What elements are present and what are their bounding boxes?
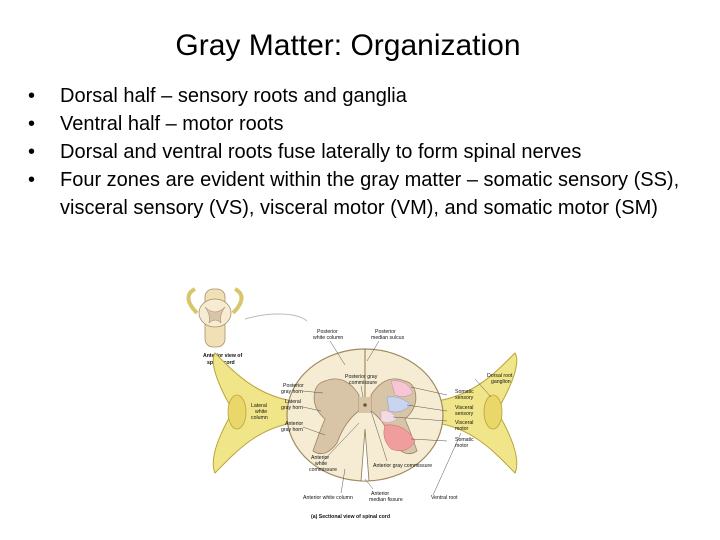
spinal-cord-diagram: Anterior view of spinal cord (186, 287, 518, 520)
bullet-item: • Four zones are evident within the gray … (26, 166, 696, 222)
bullet-text: Four zones are evident within the gray m… (60, 169, 680, 219)
cord-cross-section (286, 348, 444, 482)
label-anterior-gray-horn-2: gray horn (281, 427, 303, 433)
label-visceral-motor-2: motor (455, 426, 469, 432)
label-posterior-white-column-2: white column (313, 335, 343, 341)
bullet-item: • Dorsal and ventral roots fuse laterally… (26, 138, 696, 166)
label-lateral-gray-horn-2: gray horn (281, 405, 303, 411)
label-anterior-median-fissure: Anterior (371, 491, 389, 497)
label-posterior-gray-horn-2: gray horn (281, 389, 303, 395)
ss-zone (390, 380, 414, 397)
label-posterior-gray-commissure-2: commissure (349, 380, 377, 386)
vm-zone (380, 410, 398, 423)
label-lateral-white-column-2: white (255, 409, 267, 415)
label-somatic-sensory-2: sensory (455, 395, 474, 401)
label-posterior-median-sulcus: Posterior (375, 329, 396, 335)
slide-title: Gray Matter: Organization (175, 29, 521, 62)
label-anterior-median-fissure-2: median fissure (369, 497, 403, 503)
left-spinal-nerve (212, 352, 294, 474)
bullet-dot: • (28, 169, 36, 191)
bullet-text: Dorsal half – sensory roots and ganglia (60, 85, 407, 107)
label-dorsal-root-ganglion-2: ganglion (491, 379, 511, 385)
label-posterior-white-column: Posterior (317, 329, 338, 335)
label-somatic-motor: Somatic (455, 437, 474, 443)
sm-zone (383, 424, 416, 451)
central-canal (363, 403, 367, 407)
label-anterior-gray-horn: Anterior (285, 421, 303, 427)
label-anterior-white-commissure-2: white (315, 461, 327, 467)
right-spinal-nerve (436, 352, 518, 474)
bullet-dot: • (28, 141, 36, 163)
anterior-median-fissure (360, 428, 370, 482)
inset-nerve-right (231, 287, 244, 315)
bullet-dot: • (28, 85, 36, 107)
leader-lines (302, 340, 492, 496)
label-anterior-gray-commissure: Anterior gray commissure (373, 463, 432, 469)
inset-nerve-left (186, 287, 199, 315)
label-posterior-median-sulcus-2: median sulcus (371, 335, 405, 341)
label-lateral-white-column: Lateral (251, 403, 267, 409)
label-lateral-white-column-3: column (251, 415, 268, 421)
dorsal-root-ganglion (483, 394, 503, 430)
inset-label-1: Anterior view of (203, 353, 242, 359)
inset-pointer (244, 313, 308, 322)
label-somatic-motor-2: motor (455, 443, 469, 449)
label-posterior-gray-horn: Posterior (283, 383, 304, 389)
vs-zone (386, 396, 412, 413)
label-visceral-sensory: Visceral (455, 405, 473, 411)
label-lateral-gray-horn: Lateral (285, 399, 301, 405)
label-posterior-gray-commissure: Posterior gray (345, 374, 378, 380)
label-visceral-sensory-2: sensory (455, 411, 474, 417)
left-nerve-ganglion (227, 394, 247, 430)
label-somatic-sensory: Somatic (455, 389, 474, 395)
label-anterior-white-column: Anterior white column (303, 495, 353, 501)
bullet-item: • Ventral half – motor roots (26, 110, 696, 138)
spinal-cord-figure: Anterior view of spinal cord (175, 283, 555, 533)
label-ventral-root: Ventral root (431, 495, 458, 501)
inset-gray-matter (204, 306, 226, 324)
label-dorsal-root-ganglion: Dorsal root (487, 373, 513, 379)
label-visceral-motor: Visceral (455, 420, 473, 426)
bullet-text: Dorsal and ventral roots fuse laterally … (60, 141, 582, 163)
bullet-item: • Dorsal half – sensory roots and ganglia (26, 82, 696, 110)
spinal-nerves (212, 352, 518, 474)
bullet-list: • Dorsal half – sensory roots and ganglia… (26, 82, 696, 222)
bullet-text: Ventral half – motor roots (60, 113, 284, 135)
bullet-dot: • (28, 113, 36, 135)
anterior-view-inset: Anterior view of spinal cord (186, 287, 308, 366)
figure-labels: Posterior white column Posterior median … (251, 329, 513, 520)
label-anterior-white-commissure-3: commissure (309, 467, 337, 473)
figure-caption: (a) Sectional view of spinal cord (311, 514, 390, 520)
label-anterior-white-commissure: Anterior (311, 455, 329, 461)
